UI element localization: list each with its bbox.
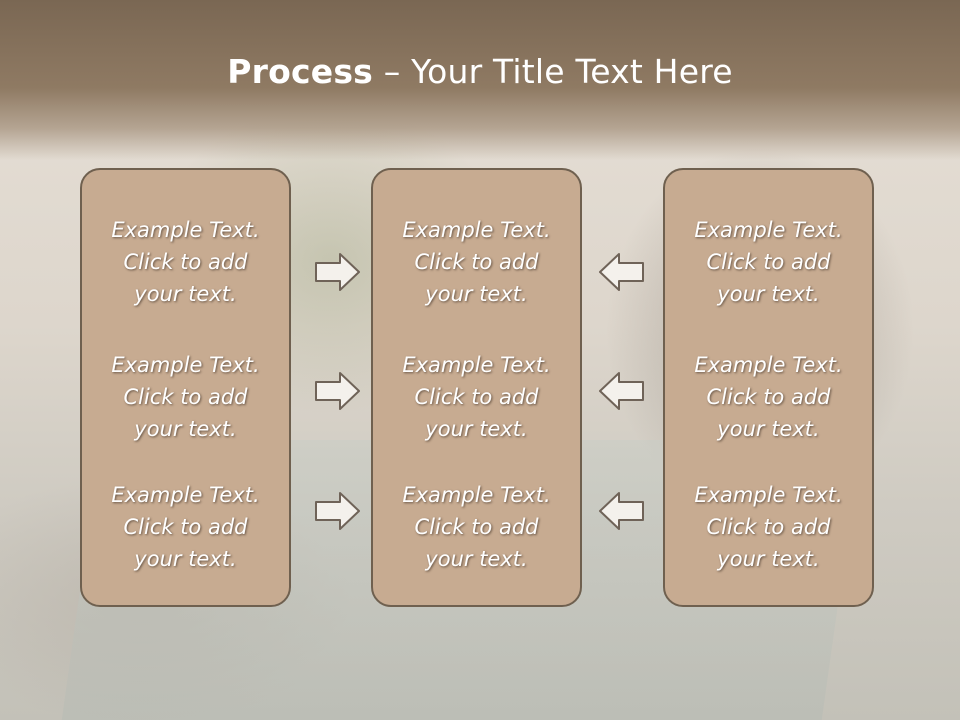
left-arrow-icon xyxy=(599,492,644,530)
process-box-left[interactable]: Example Text. Click to add your text. Ex… xyxy=(80,168,291,607)
text-placeholder[interactable]: Example Text. Click to add your text. xyxy=(402,218,551,306)
text-placeholder[interactable]: Example Text. Click to add your text. xyxy=(111,483,260,571)
text-placeholder[interactable]: Example Text. Click to add your text. xyxy=(694,218,843,306)
text-placeholder[interactable]: Example Text. Click to add your text. xyxy=(111,218,260,306)
process-box-center[interactable]: Example Text. Click to add your text. Ex… xyxy=(371,168,582,607)
text-placeholder[interactable]: Example Text. Click to add your text. xyxy=(402,483,551,571)
left-arrow-icon xyxy=(599,372,644,410)
slide-title[interactable]: Process – Your Title Text Here xyxy=(0,52,960,91)
text-placeholder[interactable]: Example Text. Click to add your text. xyxy=(694,483,843,571)
title-bold: Process xyxy=(227,52,374,91)
text-placeholder[interactable]: Example Text. Click to add your text. xyxy=(694,353,843,441)
left-arrow-icon xyxy=(599,253,644,291)
title-rest: – Your Title Text Here xyxy=(373,52,733,91)
title-bar xyxy=(0,0,960,160)
right-arrow-icon xyxy=(315,253,360,291)
process-box-right[interactable]: Example Text. Click to add your text. Ex… xyxy=(663,168,874,607)
right-arrow-icon xyxy=(315,492,360,530)
right-arrow-icon xyxy=(315,372,360,410)
text-placeholder[interactable]: Example Text. Click to add your text. xyxy=(111,353,260,441)
text-placeholder[interactable]: Example Text. Click to add your text. xyxy=(402,353,551,441)
